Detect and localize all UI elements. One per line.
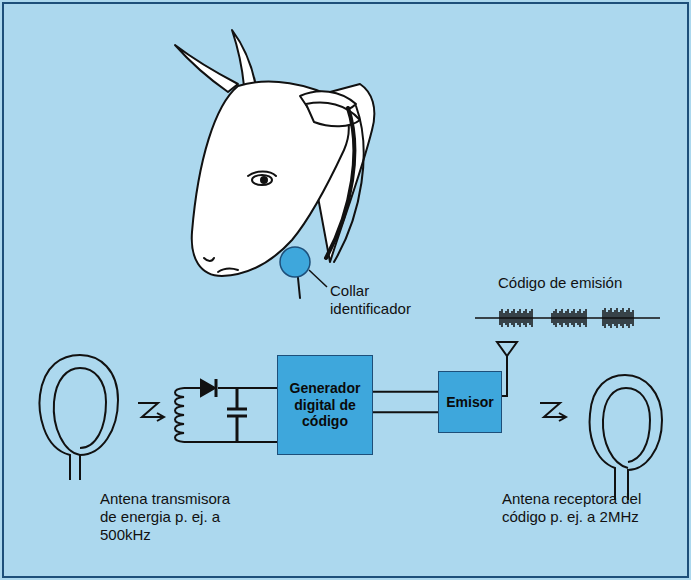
caption-label: Antena transmisora de energia p. ej. a 5… [100, 490, 250, 544]
caption-label: Collar identificador [330, 282, 435, 318]
box-label: Generador digital de código [278, 376, 372, 434]
leader-line [309, 270, 327, 287]
cow-head [175, 30, 374, 298]
frame [3, 3, 688, 577]
collar-tag [280, 247, 310, 277]
process-box: Emisor [438, 371, 502, 433]
signal-bursts [475, 308, 660, 328]
box-label: Emisor [441, 390, 498, 415]
caption-label: Código de emisión [498, 274, 668, 292]
rectifier-circuit [175, 379, 277, 442]
caption-label: Antena receptora del código p. ej. a 2MH… [502, 490, 652, 526]
receive-antenna [590, 375, 662, 500]
process-box: Generador digital de código [277, 355, 373, 455]
transmit-antenna [40, 355, 118, 480]
connector [373, 412, 438, 413]
connector [373, 391, 438, 392]
